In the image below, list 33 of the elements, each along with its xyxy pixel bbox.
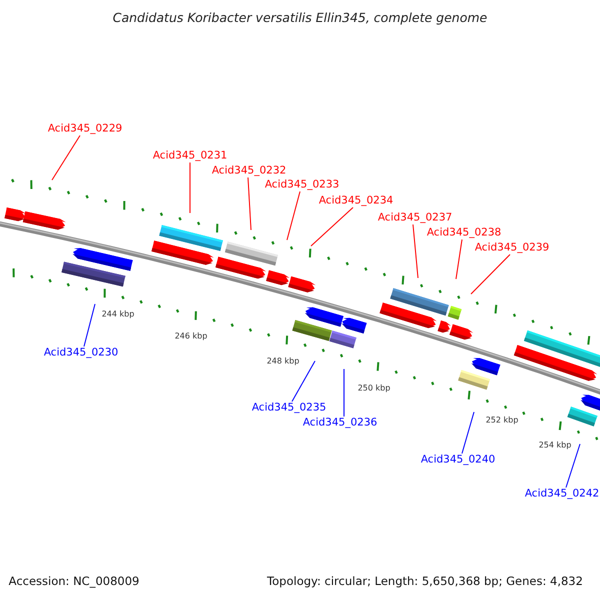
leader-line [462,412,474,454]
gene-label: Acid345_0236 [302,416,378,430]
gene-label: Acid345_0235 [252,402,326,414]
leader-line [412,224,418,278]
leader-line [292,360,316,402]
gene-label: Acid345_0242 [524,488,600,500]
leader-line [248,177,252,230]
gene-label: Acid345_0231 [152,150,228,162]
gene-label: Acid345_0234 [318,194,394,208]
gene-label: Acid345_0233 [264,178,340,192]
scale-label: 254 kbp [538,440,572,450]
leader-line [470,254,510,294]
gene-label: Acid345_0230 [44,346,118,360]
scale-label: 250 kbp [358,384,390,392]
leader-line [52,135,80,180]
gene-label: Acid345_0239 [474,242,550,254]
footer-text: Topology: circular; Length: 5,650,368 bp; Genes: 4,832 [267,574,583,588]
gene-label: Acid345_0240 [420,454,496,466]
footer-text: Accession: NC_008009 [8,574,140,588]
leader-line [310,207,354,246]
scale-label: 246 kbp [174,332,208,340]
gene-label: Acid345_0229 [48,122,122,136]
leader-line [566,444,580,488]
gene-label: Acid345_0232 [212,164,286,178]
scale-label: 252 kbp [486,416,518,424]
scale-label: 244 kbp [102,310,134,318]
leader-line [286,191,300,240]
gene-label: Acid345_0237 [378,212,452,224]
scale-label: 248 kbp [266,356,300,366]
leader-line [84,304,96,347]
gene-label: Acid345_0238 [426,226,502,240]
title: Candidatus Koribacter versatilis Ellin345, complete genome [112,10,488,25]
leader-line [456,239,462,280]
